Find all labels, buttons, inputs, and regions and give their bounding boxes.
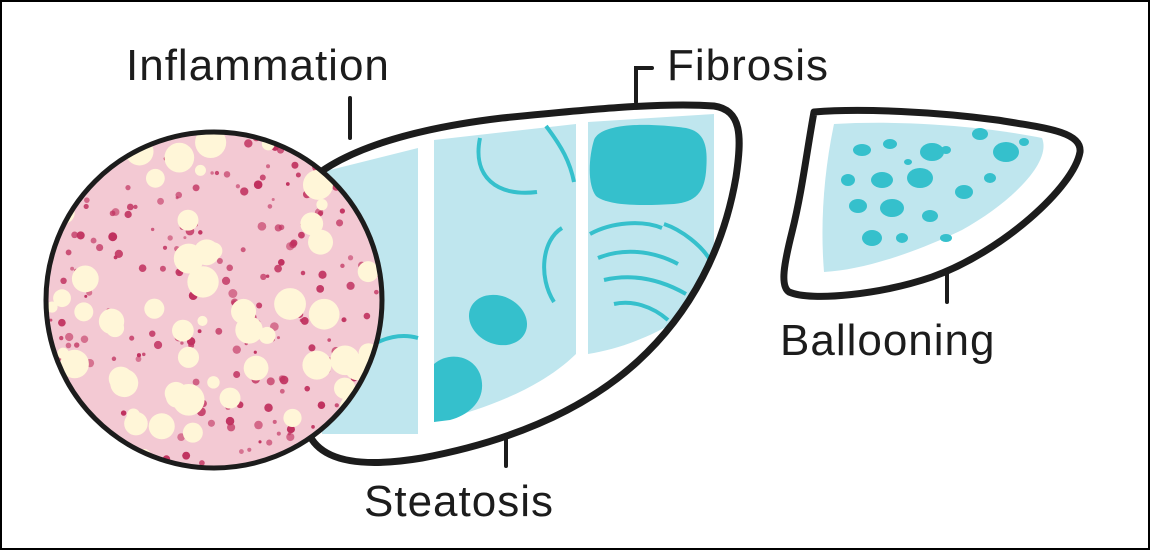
fat-vacuole xyxy=(74,302,93,321)
fat-vacuole xyxy=(330,345,360,375)
ballooned-cell xyxy=(1019,138,1029,146)
ballooning-label: Ballooning xyxy=(780,319,996,363)
ballooned-cell xyxy=(849,199,867,213)
ballooned-cell xyxy=(862,230,882,246)
fat-vacuole xyxy=(178,210,199,231)
fat-vacuole xyxy=(207,376,219,388)
ballooned-cell xyxy=(883,139,897,149)
fat-vacuole xyxy=(244,356,269,381)
ballooned-cell xyxy=(922,210,938,222)
ballooned-cell xyxy=(984,173,996,183)
ballooned-cell xyxy=(907,168,933,188)
fat-vacuole xyxy=(173,384,205,416)
fat-vacuole xyxy=(235,316,262,343)
fat-vacuole xyxy=(195,165,206,176)
ballooned-cell xyxy=(920,143,944,161)
fat-vacuole xyxy=(124,412,148,436)
microscope-tissue-icon xyxy=(43,127,384,468)
ballooned-cell xyxy=(853,144,871,156)
fat-vacuole xyxy=(187,266,218,297)
ballooned-cell xyxy=(841,174,855,186)
fat-vacuole xyxy=(144,299,164,319)
fat-vacuole xyxy=(316,199,327,210)
fat-vacuole xyxy=(172,320,194,342)
ballooned-cell xyxy=(972,128,988,140)
fibrosis-label: Fibrosis xyxy=(667,44,829,88)
fat-vacuole xyxy=(185,255,200,270)
ballooned-cell xyxy=(993,142,1019,162)
fat-vacuole xyxy=(220,388,241,409)
fat-vacuole xyxy=(178,347,199,368)
fat-vacuole xyxy=(164,143,194,173)
fat-vacuole xyxy=(53,289,71,307)
fat-vacuole xyxy=(274,288,306,320)
fat-vacuole xyxy=(72,266,99,293)
fat-vacuole xyxy=(110,369,138,397)
fat-vacuole xyxy=(358,261,379,282)
fibrosis-leader-line xyxy=(636,68,652,102)
ballooned-cell xyxy=(904,159,912,165)
ballooned-cell xyxy=(940,234,952,242)
liver-fragment-icon xyxy=(784,110,1080,296)
ballooned-cell xyxy=(955,185,973,199)
fat-vacuole xyxy=(197,316,207,326)
ballooned-cell xyxy=(896,233,908,243)
fat-vacuole xyxy=(300,212,323,235)
ballooned-cell xyxy=(941,146,951,154)
inflammation-label: Inflammation xyxy=(126,44,390,88)
fat-vacuole xyxy=(280,294,291,305)
fibrotic-tissue-shape xyxy=(590,125,707,205)
steatosis-label: Steatosis xyxy=(364,480,554,524)
ballooned-cell xyxy=(880,199,904,217)
fat-vacuole xyxy=(205,242,222,259)
fat-vacuole xyxy=(149,413,175,439)
fat-vacuole xyxy=(146,169,165,188)
fat-vacuole xyxy=(183,423,203,443)
fat-vacuole xyxy=(309,299,340,330)
fat-vacuole xyxy=(302,351,331,380)
ballooned-cell xyxy=(871,172,893,188)
fat-vacuole xyxy=(106,319,124,337)
fat-vacuole xyxy=(283,409,301,427)
